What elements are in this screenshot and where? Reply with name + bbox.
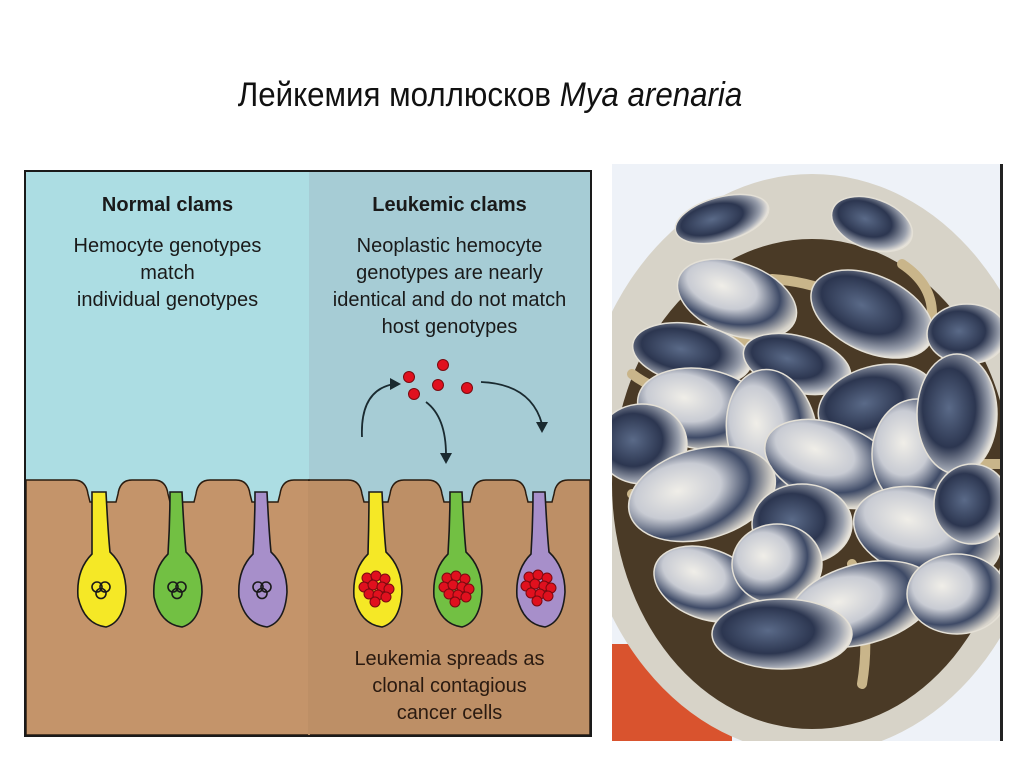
normal-cell-purple [237, 491, 288, 628]
leukemic-line-4: host genotypes [381, 316, 518, 338]
title-species: Mya arenaria [559, 76, 743, 114]
slide-title: Лейкемия моллюсков Mya arenaria [39, 76, 941, 115]
caption-line-2: clonal contagious [372, 675, 527, 697]
leukemia-caption: Leukemia spreads as clonal contagious ca… [309, 646, 590, 727]
diagram-illustration [26, 172, 590, 735]
leukemic-cell-yellow [352, 491, 403, 628]
normal-cell-yellow [76, 491, 127, 628]
floating-cancer-cells [403, 359, 473, 400]
title-main: Лейкемия моллюсков [237, 76, 560, 114]
normal-line-1: Hemocyte genotypes [73, 235, 262, 257]
leukemic-clams-heading: Leukemic clams [372, 194, 527, 216]
normal-clams-panel: Normal clams Hemocyte genotypes match in… [26, 192, 309, 314]
leukemic-clams-panel: Leukemic clams Neoplastic hemocyte genot… [309, 192, 590, 341]
spread-arrows [361, 381, 543, 456]
leukemic-cell-green [432, 491, 483, 628]
clam-leukemia-diagram: Normal clams Hemocyte genotypes match in… [24, 170, 592, 737]
normal-line-3: individual genotypes [76, 289, 259, 311]
leukemic-line-1: Neoplastic hemocyte [356, 235, 543, 257]
leukemic-line-3: identical and do not match [332, 289, 567, 311]
leukemic-line-2: genotypes are nearly [356, 262, 543, 284]
normal-clams-heading: Normal clams [101, 194, 234, 216]
clams-photo-illustration [612, 164, 1003, 741]
leukemic-cell-purple [515, 491, 566, 628]
clams-bucket-photo [612, 164, 1003, 741]
normal-cell-green [152, 491, 203, 628]
normal-line-2: match [140, 262, 195, 284]
caption-line-1: Leukemia spreads as [354, 648, 545, 670]
caption-line-3: cancer cells [396, 702, 503, 724]
